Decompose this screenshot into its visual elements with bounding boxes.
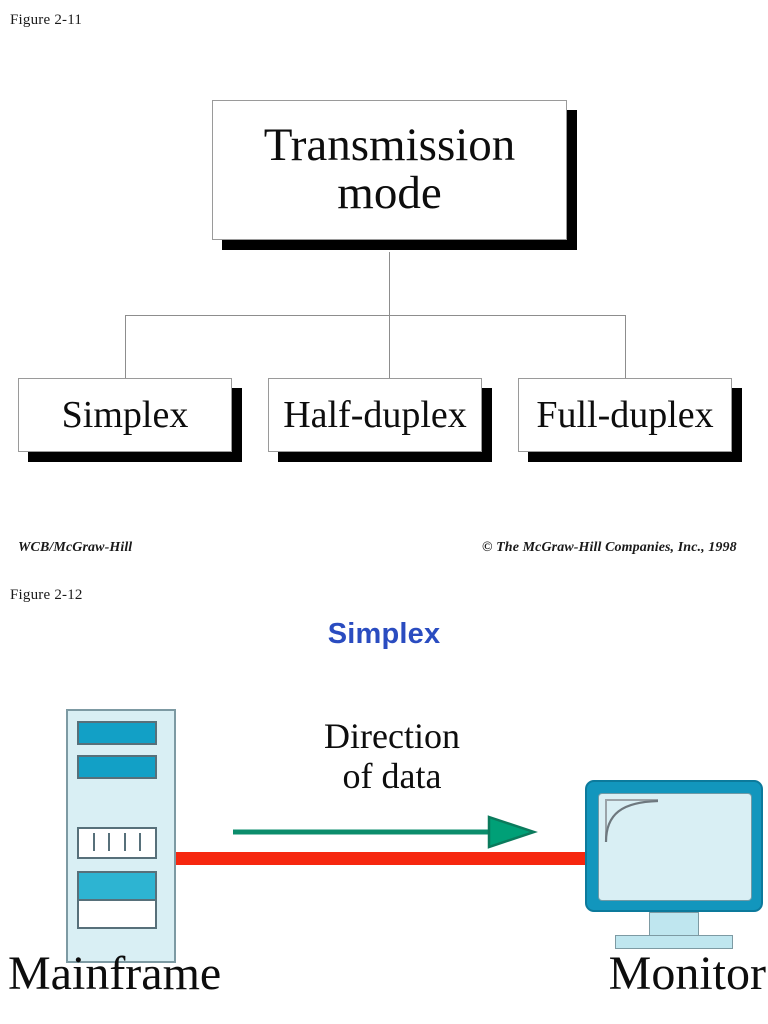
node-face: Simplex — [18, 378, 232, 452]
connector-drop-left — [125, 315, 126, 378]
mainframe-slot-bay — [77, 827, 157, 859]
mainframe-slot — [123, 833, 126, 851]
mainframe-tape-drive-header — [79, 873, 155, 901]
direction-of-data-label: Direction of data — [324, 716, 460, 796]
simplex-illustration: Direction of data — [0, 660, 768, 1024]
tree-node-transmission-mode: Transmission mode — [212, 100, 577, 250]
mainframe-graphic — [66, 709, 176, 963]
figure-caption-2-11: Figure 2-11 — [10, 12, 83, 28]
publisher-credit: WCB/McGraw-Hill — [18, 540, 133, 555]
figure-caption-2-12: Figure 2-12 — [10, 587, 83, 603]
monitor-label: Monitor — [608, 947, 766, 1000]
mainframe-slot — [92, 833, 95, 851]
tree-node-half-duplex: Half-duplex — [268, 378, 492, 462]
node-face: Transmission mode — [212, 100, 567, 240]
connector-horizontal-bar — [125, 315, 626, 316]
connector-root-stem — [389, 252, 390, 316]
simplex-title: Simplex — [327, 618, 441, 650]
connector-drop-right — [625, 315, 626, 378]
node-face: Half-duplex — [268, 378, 482, 452]
monitor-bezel — [585, 780, 763, 912]
monitor-graphic — [585, 780, 763, 960]
mainframe-panel-top — [77, 721, 157, 745]
tree-node-label: Half-duplex — [283, 393, 467, 436]
mainframe-panel-second — [77, 755, 157, 779]
direction-arrow-icon — [233, 815, 538, 849]
tree-node-label: Simplex — [61, 393, 189, 436]
monitor-screen — [598, 793, 752, 901]
data-cable — [176, 852, 596, 865]
tree-node-label: Full-duplex — [536, 393, 714, 436]
screen-glare-icon — [604, 799, 659, 842]
mainframe-slot — [108, 833, 111, 851]
monitor-stand-base — [615, 935, 733, 949]
mainframe-slot — [139, 833, 142, 851]
tree-node-label: Transmission mode — [263, 119, 516, 219]
mainframe-label: Mainframe — [8, 947, 222, 1000]
tree-node-full-duplex: Full-duplex — [518, 378, 742, 462]
monitor-stand-neck — [649, 912, 699, 936]
tree-node-simplex: Simplex — [18, 378, 242, 462]
transmission-mode-tree-diagram: Transmission mode Simplex Half-duplex Fu… — [18, 100, 742, 462]
node-face: Full-duplex — [518, 378, 732, 452]
mainframe-tape-drive — [77, 871, 157, 929]
copyright-credit: © The McGraw-Hill Companies, Inc., 1998 — [482, 540, 737, 555]
connector-drop-center — [389, 315, 390, 378]
